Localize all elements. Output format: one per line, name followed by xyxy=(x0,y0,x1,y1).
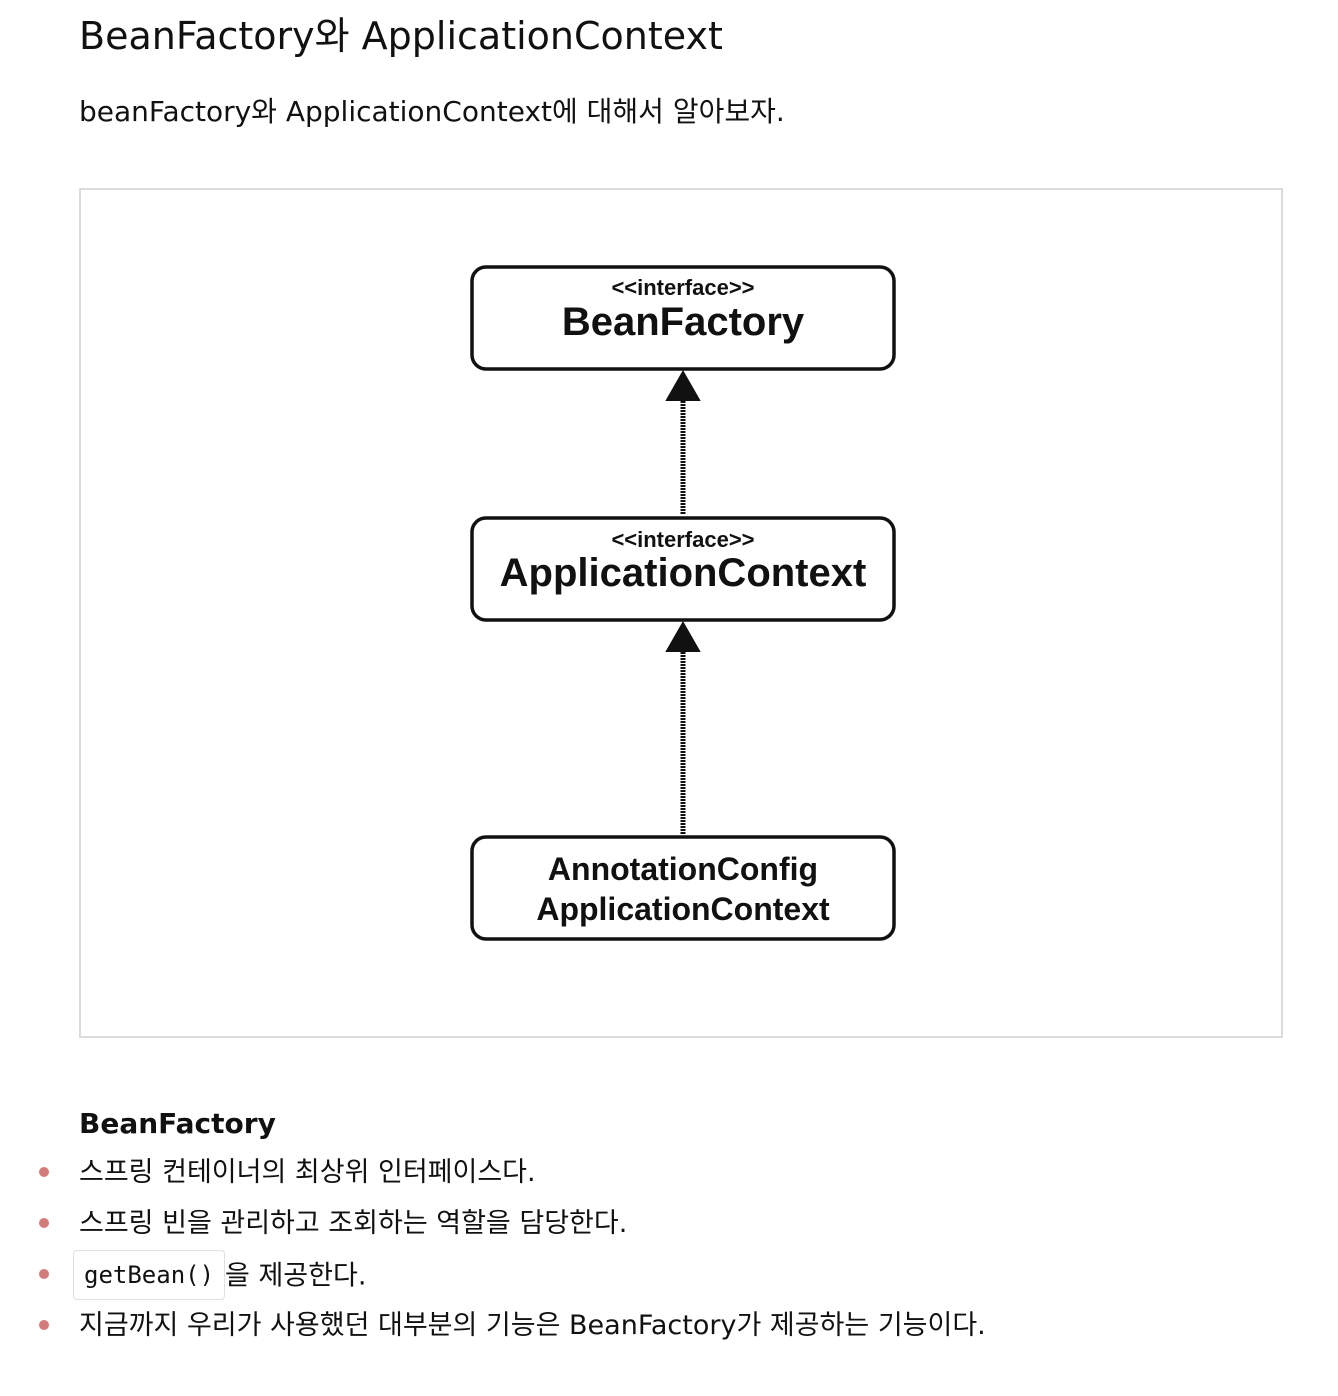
bullet-dot-icon xyxy=(39,1269,49,1279)
list-item-text: 지금까지 우리가 사용했던 대부분의 기능은 BeanFactory가 제공하는… xyxy=(79,1310,986,1341)
intro-paragraph: beanFactory와 ApplicationContext에 대해서 알아보… xyxy=(79,95,785,128)
box-name: ApplicationContext xyxy=(500,551,867,595)
inheritance-arrow-1 xyxy=(665,369,701,514)
list-item-text-suffix: 을 제공한다. xyxy=(225,1260,367,1292)
list-item-text: getBean()을 제공한다. xyxy=(73,1250,367,1300)
list-item-text: 스프링 컨테이너의 최상위 인터페이스다. xyxy=(79,1157,536,1188)
bullet-dot-icon xyxy=(39,1167,49,1177)
inheritance-arrow-2 xyxy=(665,620,701,834)
inline-code: getBean() xyxy=(73,1250,226,1300)
bullet-dot-icon xyxy=(39,1218,49,1228)
class-diagram-figure: <<interface>> BeanFactory <<interface>> … xyxy=(79,188,1283,1038)
section-heading: BeanFactory xyxy=(79,1107,276,1140)
bullet-dot-icon xyxy=(39,1320,49,1330)
box-stereotype: <<interface>> xyxy=(611,275,754,300)
diagram-box-beanfactory: <<interface>> BeanFactory xyxy=(470,265,896,371)
list-item: 스프링 빈을 관리하고 조회하는 역할을 담당한다. xyxy=(0,1203,1338,1254)
box-name-line-2: ApplicationContext xyxy=(536,891,830,927)
diagram-box-applicationcontext: <<interface>> ApplicationContext xyxy=(470,516,896,622)
bullet-list: 스프링 컨테이너의 최상위 인터페이스다. 스프링 빈을 관리하고 조회하는 역… xyxy=(0,1152,1338,1356)
box-stereotype: <<interface>> xyxy=(611,527,754,552)
box-name: BeanFactory xyxy=(562,300,805,344)
class-diagram: <<interface>> BeanFactory <<interface>> … xyxy=(470,265,896,941)
page-title: BeanFactory와 ApplicationContext xyxy=(79,14,723,58)
list-item: getBean()을 제공한다. xyxy=(0,1250,1338,1305)
box-name-line-1: AnnotationConfig xyxy=(548,851,818,887)
list-item-text: 스프링 빈을 관리하고 조회하는 역할을 담당한다. xyxy=(79,1208,628,1239)
list-item: 지금까지 우리가 사용했던 대부분의 기능은 BeanFactory가 제공하는… xyxy=(0,1305,1338,1356)
diagram-box-annotationconfig: AnnotationConfig ApplicationContext xyxy=(470,835,896,941)
list-item: 스프링 컨테이너의 최상위 인터페이스다. xyxy=(0,1152,1338,1203)
